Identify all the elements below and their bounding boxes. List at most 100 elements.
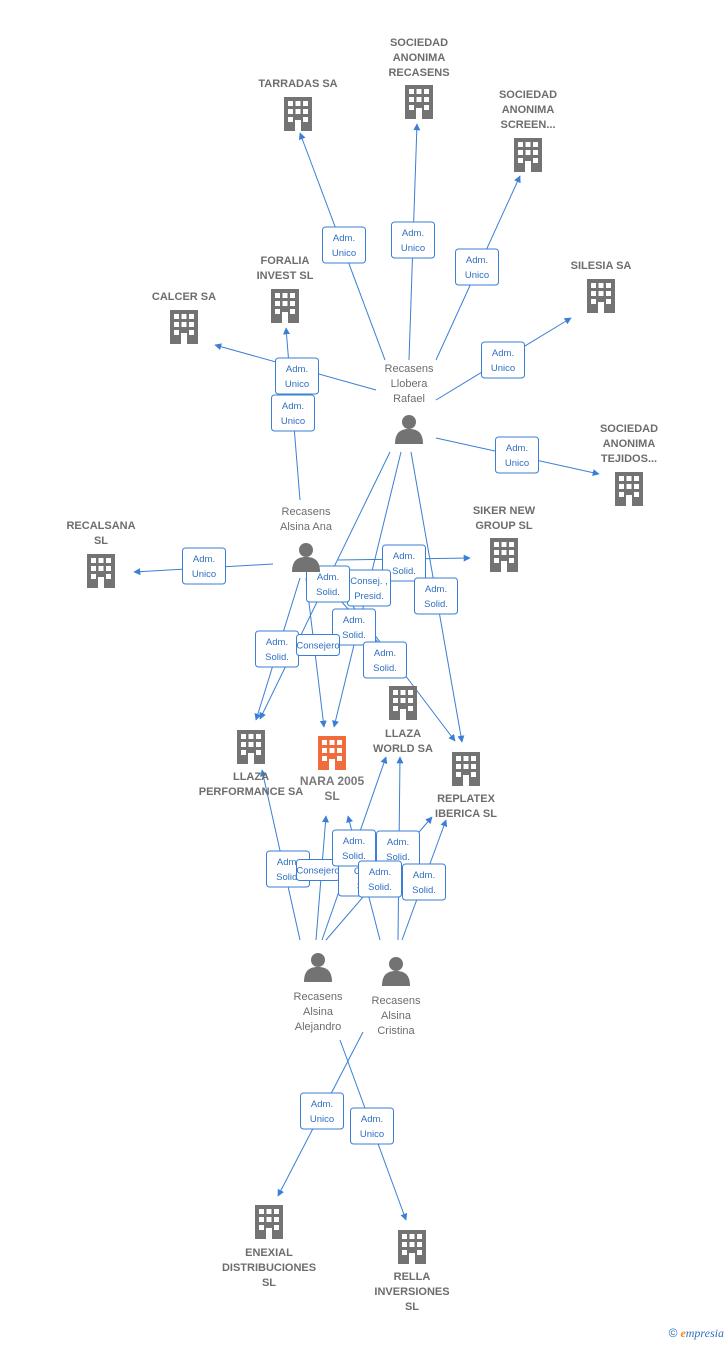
relation-label-box[interactable] bbox=[495, 436, 539, 474]
relation-label-text: Solid. bbox=[316, 587, 340, 598]
building-icon[interactable] bbox=[398, 1230, 426, 1264]
building-icon[interactable] bbox=[237, 730, 265, 764]
relation-label[interactable]: Consejero bbox=[296, 634, 340, 656]
empresia-watermark: ©empresia bbox=[669, 1326, 724, 1341]
relation-label[interactable]: Adm.Unico bbox=[322, 226, 366, 264]
node-label: NARA 2005 bbox=[300, 774, 365, 788]
node-label: INVEST SL bbox=[257, 270, 314, 282]
building-icon[interactable] bbox=[587, 279, 615, 313]
relation-label-text: Unico bbox=[360, 1129, 384, 1140]
relation-label-box[interactable] bbox=[481, 341, 525, 379]
relation-label[interactable]: Adm. Solid. bbox=[358, 860, 402, 898]
building-icon[interactable] bbox=[389, 686, 417, 720]
node-label: SILESIA SA bbox=[571, 260, 632, 272]
relation-label-text: Adm. bbox=[425, 584, 447, 595]
relation-label-box[interactable] bbox=[296, 634, 340, 656]
relation-label-box[interactable] bbox=[391, 221, 435, 259]
relation-label[interactable]: Adm.Unico bbox=[495, 436, 539, 474]
building-icon[interactable] bbox=[170, 310, 198, 344]
relation-label[interactable]: Adm.Unico bbox=[391, 221, 435, 259]
relation-label-box[interactable] bbox=[382, 544, 426, 582]
person-icon[interactable] bbox=[395, 415, 423, 444]
relation-label-text: Adm. bbox=[369, 867, 391, 878]
relation-label-box[interactable] bbox=[402, 863, 446, 901]
building-icon[interactable] bbox=[284, 97, 312, 131]
relation-label-text: Consejero bbox=[296, 641, 339, 652]
relation-label-box[interactable] bbox=[300, 1092, 344, 1130]
building-icon[interactable] bbox=[452, 752, 480, 786]
relation-label-box[interactable] bbox=[358, 860, 402, 898]
company-node-sat[interactable]: SOCIEDADANONIMATEJIDOS... bbox=[600, 423, 658, 506]
relation-label-box[interactable] bbox=[275, 357, 319, 395]
company-node-calcer[interactable]: CALCER SA bbox=[152, 291, 216, 344]
relation-label-text: Unico bbox=[192, 569, 216, 580]
relation-label-text: Adm. bbox=[343, 615, 365, 626]
relation-label[interactable]: Adm.Unico bbox=[271, 394, 315, 432]
company-node-silesia[interactable]: SILESIA SA bbox=[571, 260, 632, 313]
node-label: DISTRIBUCIONES bbox=[222, 1262, 316, 1274]
relation-label-box[interactable] bbox=[182, 547, 226, 585]
building-icon[interactable] bbox=[405, 85, 433, 119]
relation-label[interactable]: Adm.Solid. bbox=[382, 544, 426, 582]
building-icon[interactable] bbox=[271, 289, 299, 323]
relation-label-box[interactable] bbox=[455, 248, 499, 286]
relation-label[interactable]: Adm.Unico bbox=[481, 341, 525, 379]
relation-label[interactable]: Consej. ,Presid. bbox=[347, 569, 391, 607]
node-label: SOCIEDAD bbox=[390, 37, 448, 49]
building-icon[interactable] bbox=[87, 554, 115, 588]
relation-label-text: Solid. bbox=[368, 882, 392, 893]
relation-label[interactable]: Adm.Unico bbox=[350, 1107, 394, 1145]
relation-label-text: Unico bbox=[310, 1114, 334, 1125]
building-icon[interactable] bbox=[490, 538, 518, 572]
person-icon[interactable] bbox=[382, 957, 410, 986]
relation-label-box[interactable] bbox=[306, 565, 350, 603]
relation-label[interactable]: Adm.Solid. bbox=[363, 641, 407, 679]
relation-label-text: Adm. bbox=[387, 837, 409, 848]
relation-label[interactable]: Adm.Solid. bbox=[402, 863, 446, 901]
node-label: CALCER SA bbox=[152, 291, 216, 303]
company-node-tarradas[interactable]: TARRADAS SA bbox=[258, 78, 338, 131]
relation-label[interactable]: Adm.Unico bbox=[182, 547, 226, 585]
relation-label-box[interactable] bbox=[350, 1107, 394, 1145]
relation-label[interactable]: Adm.Unico bbox=[275, 357, 319, 395]
relation-label-box[interactable] bbox=[363, 641, 407, 679]
relation-label-box[interactable] bbox=[332, 608, 376, 646]
brand-name: mpresia bbox=[685, 1326, 724, 1340]
relation-label[interactable]: Adm.Solid. bbox=[306, 565, 350, 603]
building-icon[interactable] bbox=[615, 472, 643, 506]
building-icon[interactable] bbox=[318, 736, 346, 770]
node-label: TEJIDOS... bbox=[601, 453, 657, 465]
company-node-sas[interactable]: SOCIEDADANONIMASCREEN... bbox=[499, 89, 557, 172]
node-label: SCREEN... bbox=[500, 119, 555, 131]
person-icon[interactable] bbox=[292, 543, 320, 572]
relation-label-box[interactable] bbox=[332, 829, 376, 867]
person-icon[interactable] bbox=[304, 953, 332, 982]
relation-label[interactable]: Adm.Unico bbox=[455, 248, 499, 286]
relation-label[interactable]: Adm.Solid. bbox=[332, 608, 376, 646]
node-label: TARRADAS SA bbox=[258, 78, 337, 90]
relation-label[interactable]: Adm.Unico bbox=[300, 1092, 344, 1130]
relation-label[interactable]: Adm.Solid. bbox=[414, 577, 458, 615]
building-icon[interactable] bbox=[514, 138, 542, 172]
relation-label-box[interactable] bbox=[414, 577, 458, 615]
relation-label-text: Solid. bbox=[276, 872, 300, 883]
relation-label[interactable]: Adm.Solid. bbox=[255, 630, 299, 668]
relation-label-box[interactable] bbox=[322, 226, 366, 264]
relation-label-box[interactable] bbox=[271, 394, 315, 432]
building-icon[interactable] bbox=[255, 1205, 283, 1239]
relation-label[interactable]: Adm.Solid. bbox=[332, 829, 376, 867]
